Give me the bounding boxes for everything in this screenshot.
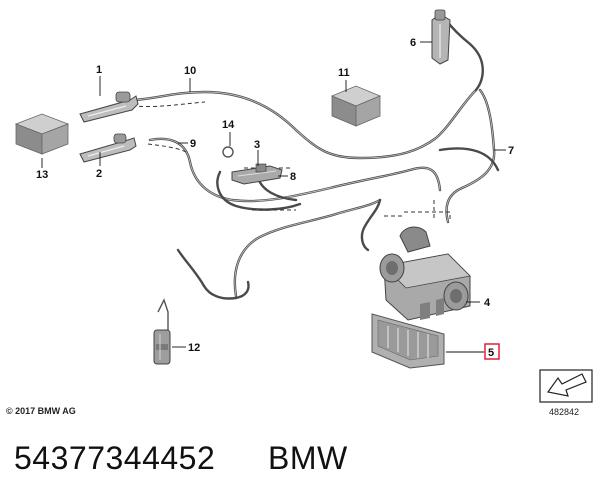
arrow-direction-icon: [539, 369, 593, 403]
callout-8: 8: [290, 171, 296, 183]
callout-2: 2: [96, 168, 102, 180]
footer-caption: 54377344452 BMW: [14, 440, 348, 477]
callout-14: 14: [222, 119, 235, 131]
brand-name: BMW: [268, 440, 348, 476]
parts-diagram: 1 2 3 4 6 7 8 9 10 11 12 13 14 5: [14, 9, 593, 403]
callout-10: 10: [184, 65, 196, 77]
copyright-notice: © 2017 BMW AG: [6, 406, 76, 416]
hose-network: [133, 18, 500, 300]
callout-5-highlight: [484, 343, 500, 360]
part-11-block: [330, 85, 382, 127]
connection-dashes: [131, 101, 451, 222]
part-4-compressor: [379, 226, 471, 321]
leader-lines: [41, 41, 506, 353]
callout-12: 12: [188, 342, 200, 354]
part-number: 54377344452: [14, 440, 216, 476]
part-6-actuator: [431, 9, 451, 65]
part-14-clip: [222, 146, 234, 158]
part-1-actuator: [79, 91, 139, 123]
part-5-bracket: [371, 313, 445, 369]
diagram-id: 482842: [549, 407, 580, 417]
part-2-actuator: [79, 133, 137, 163]
part-12-connector: [153, 298, 171, 365]
callout-3: 3: [254, 139, 260, 151]
callout-labels: 1 2 3 4 6 7 8 9 10 11 12 13 14 5: [36, 37, 514, 360]
part-13-block: [14, 113, 70, 155]
callout-13: 13: [36, 169, 48, 181]
callout-5: 5: [488, 347, 494, 359]
callout-11: 11: [338, 67, 350, 79]
callout-4: 4: [484, 297, 491, 309]
callout-6: 6: [410, 37, 416, 49]
callout-7: 7: [508, 145, 514, 157]
part-3-valve: [231, 163, 283, 185]
callout-9: 9: [190, 138, 196, 150]
callout-1: 1: [96, 64, 102, 76]
